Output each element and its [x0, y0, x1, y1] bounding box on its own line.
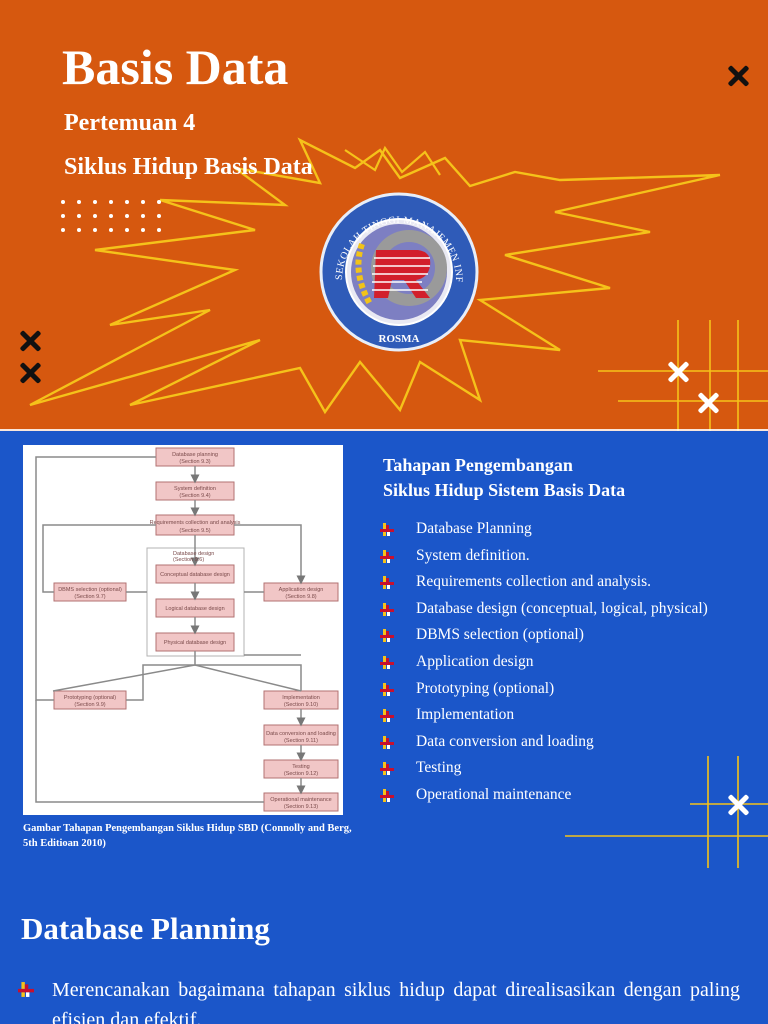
list-item: Database design (conceptual, logical, ph… — [380, 598, 765, 625]
stage-label: System definition. — [416, 546, 530, 564]
flow-box-ref: (Section 9.10) — [284, 702, 318, 708]
cross-icon — [727, 794, 749, 816]
flow-box-label: Operational maintenance — [270, 797, 331, 803]
figure-caption: Gambar Tahapan Pengembangan Siklus Hidup… — [23, 823, 352, 849]
flow-box-label: Logical database design — [165, 606, 224, 612]
stage-label: Prototyping (optional) — [416, 679, 555, 697]
stage-label: Testing — [416, 759, 462, 777]
flow-box-ref: (Section 9.6) — [173, 557, 204, 563]
stage-list: Database Planning System definition. Req… — [380, 518, 765, 811]
stage-label: DBMS selection (optional) — [416, 626, 584, 644]
list-item: Implementation — [380, 704, 765, 731]
flow-box-label: Prototyping (optional) — [64, 695, 116, 701]
bullet-icon — [380, 576, 394, 590]
stage-label: Database design (conceptual, logical, ph… — [416, 599, 708, 617]
stage-label: Application design — [416, 652, 534, 670]
content-slide: Database planning (Section 9.3) System d… — [0, 431, 768, 1024]
slide-heading: Tahapan Pengembangan Siklus Hidup Sistem… — [383, 453, 753, 503]
slide-divider — [0, 429, 768, 432]
section-title: Database Planning — [21, 911, 270, 946]
bullet-icon — [18, 982, 34, 997]
flow-box-label: Database design — [173, 551, 214, 557]
list-item: DBMS selection (optional) — [380, 624, 765, 651]
flow-box-label: DBMS selection (optional) — [58, 587, 122, 593]
list-item: System definition. — [380, 545, 765, 572]
list-item: Database Planning — [380, 518, 765, 545]
list-item: Prototyping (optional) — [380, 678, 765, 705]
logo-bottom-text: ROSMA — [379, 333, 420, 345]
heading-line: Siklus Hidup Sistem Basis Data — [383, 480, 626, 500]
bullet-icon — [380, 682, 394, 696]
list-item: Requirements collection and analysis. — [380, 571, 765, 598]
bullet-icon — [380, 602, 394, 616]
flow-box-label: Physical database design — [164, 640, 226, 646]
cross-icon — [19, 330, 41, 352]
bullet-icon — [380, 762, 394, 776]
grid-lines-decoration — [565, 756, 768, 868]
list-item: Data conversion and loading — [380, 731, 765, 758]
heading-line: Tahapan Pengembangan — [383, 455, 573, 475]
flow-box-ref: (Section 9.12) — [284, 771, 318, 777]
slide-subtitle: Siklus Hidup Basis Data — [64, 154, 313, 180]
meeting-number: Pertemuan 4 — [64, 110, 196, 136]
flow-box-label: Implementation — [282, 695, 320, 701]
list-item: Testing — [380, 757, 765, 784]
flow-box-label: Requirements collection and analysis — [150, 520, 241, 526]
cross-icon — [19, 362, 41, 384]
flow-box-ref: (Section 9.8) — [285, 594, 316, 600]
flow-box-ref: (Section 9.11) — [284, 738, 318, 744]
title-slide: Basis Data Pertemuan 4 Siklus Hidup Basi… — [0, 0, 768, 431]
lifecycle-flow-figure: Database planning (Section 9.3) System d… — [23, 445, 343, 815]
lightning-burst-decoration — [29, 137, 721, 415]
cross-icon — [697, 392, 719, 414]
stage-label: Requirements collection and analysis. — [416, 573, 652, 591]
dot-grid-decoration — [61, 200, 161, 232]
bullet-icon — [380, 735, 394, 749]
flow-box-label: System definition — [174, 486, 216, 492]
flow-box-label: Application design — [279, 587, 324, 593]
bullet-icon — [380, 523, 394, 536]
bullet-icon — [380, 549, 394, 563]
flow-box-ref: (Section 9.5) — [179, 528, 210, 534]
flow-box-label: Database planning — [172, 452, 218, 458]
flow-box-ref: (Section 9.4) — [179, 493, 210, 499]
stage-label: Implementation — [416, 706, 515, 724]
flow-box-ref: (Section 9.13) — [284, 804, 318, 810]
cross-icon — [727, 65, 749, 87]
list-item: Operational maintenance — [380, 784, 765, 811]
stage-label: Database Planning — [416, 520, 532, 537]
rosma-logo: SEKOLAH TINGGI MANAJEMEN INFORMATIKA DAN… — [318, 180, 479, 352]
stage-label: Data conversion and loading — [416, 732, 594, 750]
flow-box-label: Conceptual database design — [160, 572, 230, 578]
bullet-icon — [380, 709, 394, 723]
flow-box-ref: (Section 9.3) — [179, 459, 210, 465]
stage-label: Operational maintenance — [416, 785, 572, 803]
slide-title: Basis Data — [62, 39, 289, 95]
bullet-icon — [380, 629, 394, 643]
section-paragraph: Merencanakan bagaimana tahapan siklus hi… — [52, 979, 740, 1024]
flow-box-label: Testing — [292, 764, 309, 770]
cross-icon — [667, 361, 689, 383]
bullet-icon — [380, 655, 394, 669]
bullet-icon — [380, 788, 394, 802]
flow-box-label: Data conversion and loading — [266, 731, 336, 737]
list-item: Application design — [380, 651, 765, 678]
flow-box-ref: (Section 9.7) — [74, 594, 105, 600]
flow-box-ref: (Section 9.9) — [74, 702, 105, 708]
